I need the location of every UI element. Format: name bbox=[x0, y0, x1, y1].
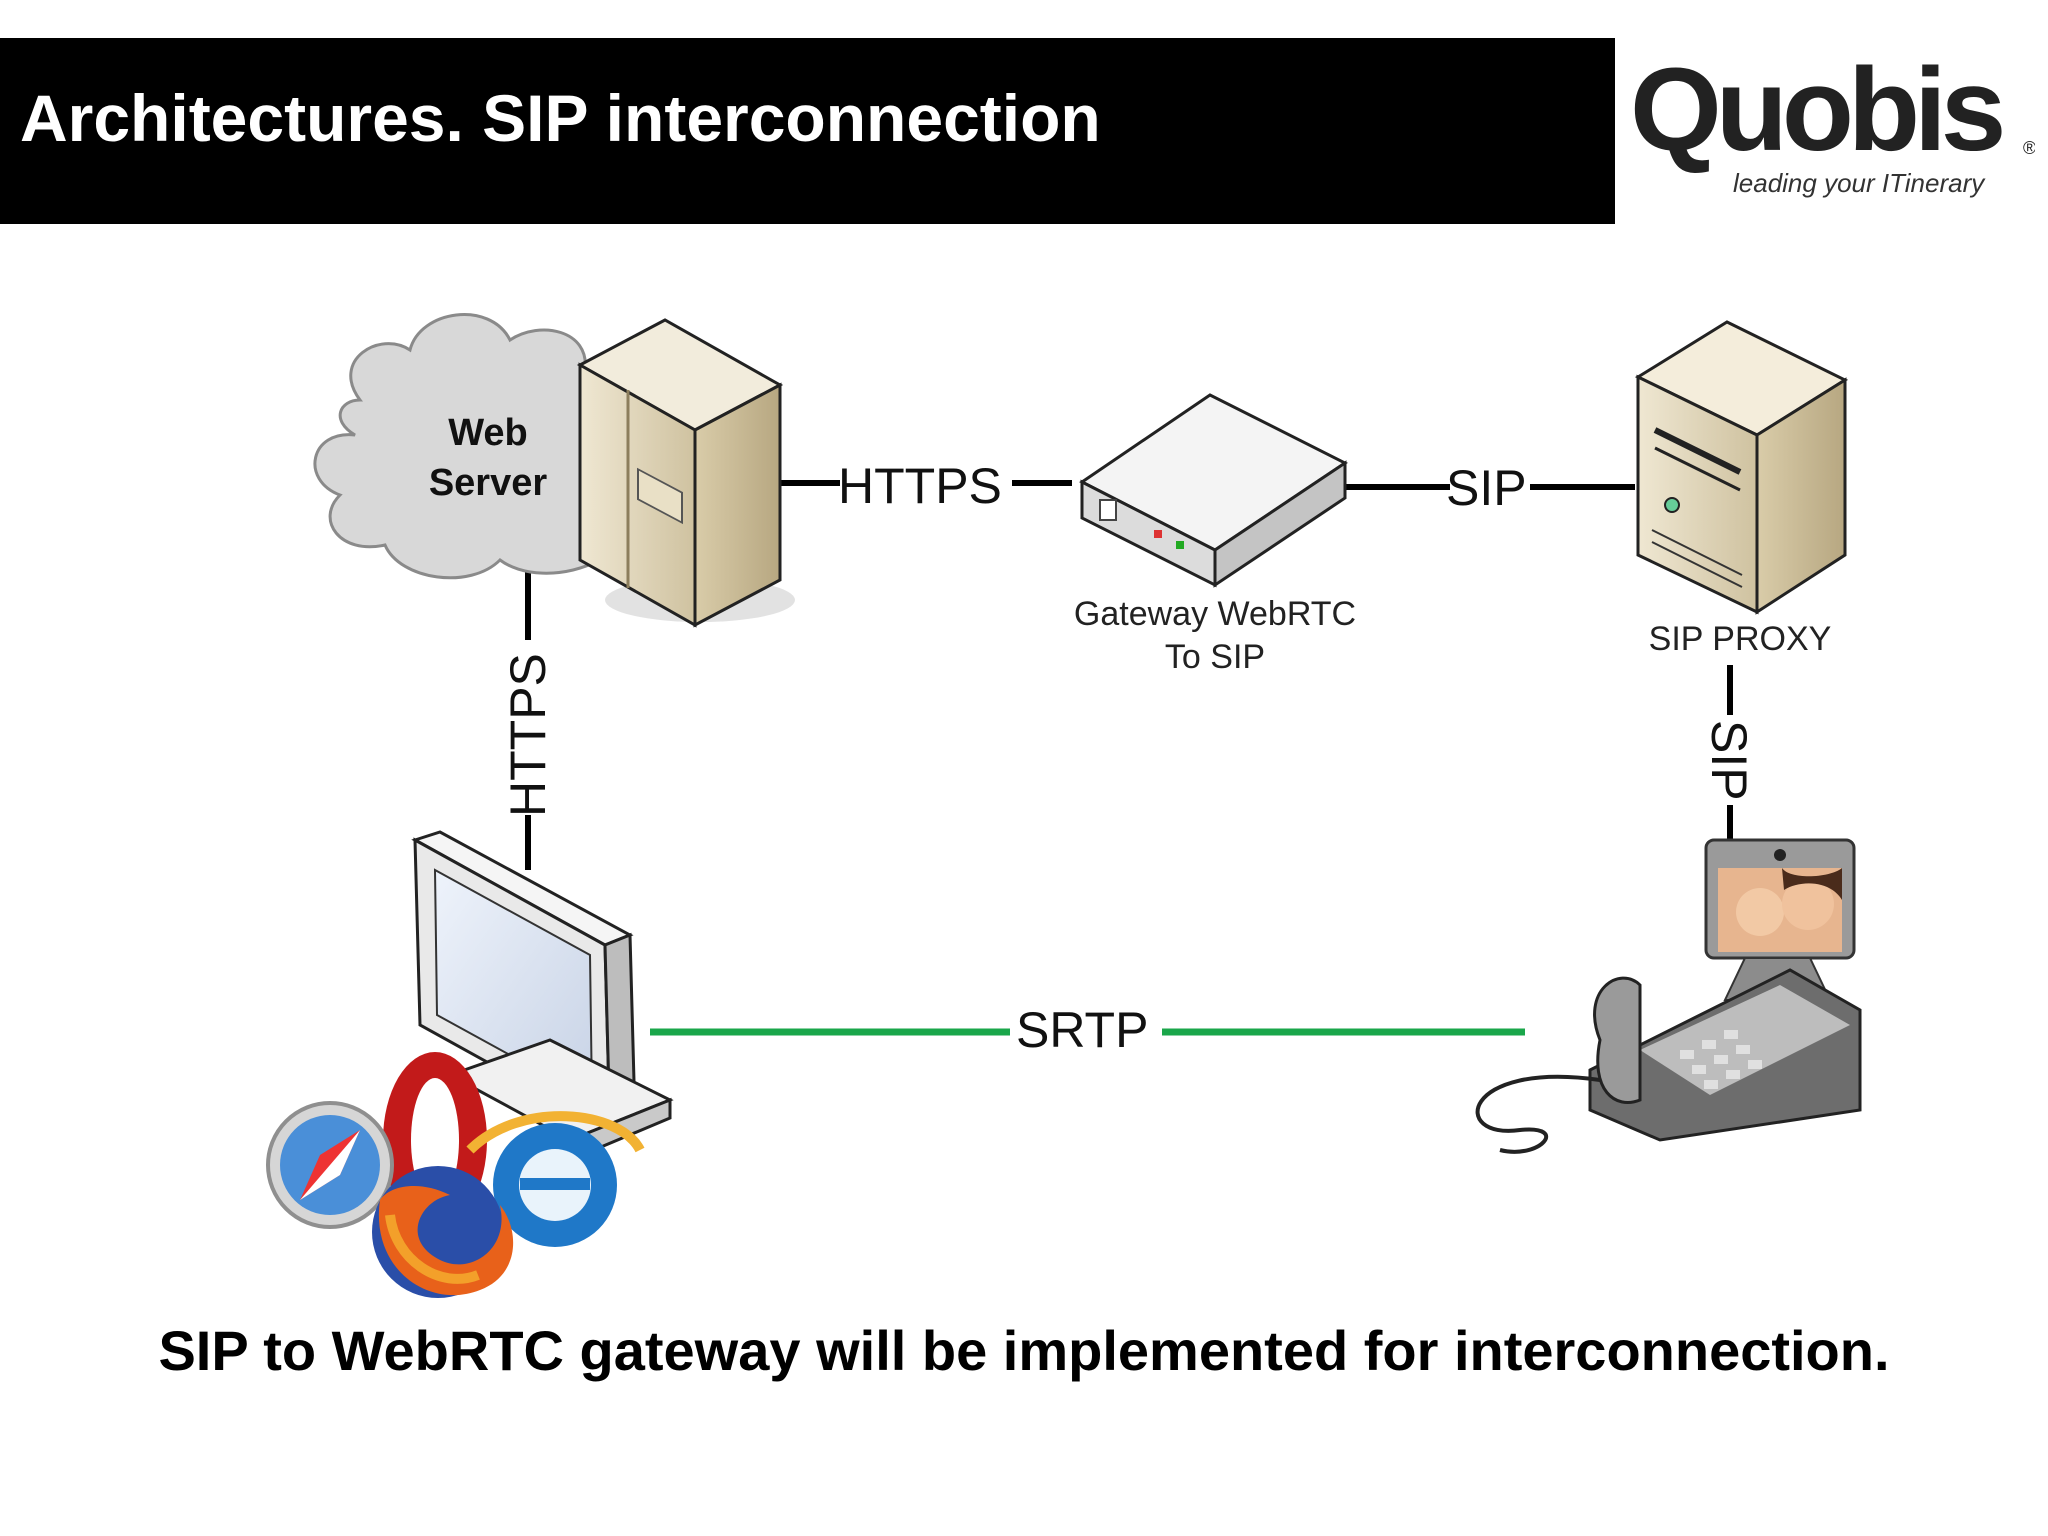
sip-proxy-node: SIP PROXY bbox=[1634, 320, 1849, 658]
cloud-icon bbox=[313, 313, 602, 580]
gateway-label-line2: To SIP bbox=[1165, 638, 1265, 676]
sip-proxy-label: SIP PROXY bbox=[1649, 620, 1832, 658]
gateway-label-line1: Gateway WebRTC bbox=[1074, 595, 1356, 633]
video-phone-node bbox=[1475, 838, 1862, 1154]
server-tower-icon bbox=[576, 318, 795, 628]
server-tower-icon bbox=[1634, 320, 1849, 615]
logo-tagline: leading your ITinerary bbox=[1733, 168, 1986, 198]
gateway-node: Gateway WebRTC To SIP bbox=[1074, 393, 1356, 676]
ie-icon bbox=[466, 1111, 645, 1247]
browser-client-node bbox=[266, 830, 674, 1298]
browser-logos bbox=[266, 1052, 645, 1298]
web-server-label-line2: Server bbox=[429, 462, 548, 504]
link-label-https-vertical: HTTPS bbox=[500, 653, 556, 817]
safari-icon bbox=[266, 1101, 394, 1229]
gateway-appliance-icon bbox=[1079, 393, 1348, 588]
web-server-label-line1: Web bbox=[448, 412, 528, 454]
web-server-node: Web Server bbox=[313, 313, 795, 628]
video-phone-icon bbox=[1475, 838, 1862, 1154]
link-label-srtp: SRTP bbox=[1016, 1002, 1148, 1058]
monitor-icon bbox=[411, 830, 674, 1163]
firefox-icon bbox=[372, 1166, 514, 1298]
title-bar bbox=[0, 38, 1615, 224]
link-label-sip-vertical: SIP bbox=[1701, 720, 1757, 801]
quobis-logo: Quobis ® leading your ITinerary bbox=[1630, 50, 2035, 198]
slide-title: Architectures. SIP interconnection bbox=[20, 81, 1101, 155]
logo-registered-mark: ® bbox=[2023, 138, 2035, 158]
conclusion-text: SIP to WebRTC gateway will be implemente… bbox=[158, 1319, 1890, 1382]
link-label-https-top: HTTPS bbox=[838, 458, 1002, 514]
logo-wordmark: Quobis bbox=[1630, 50, 2002, 176]
connection-lines bbox=[525, 480, 1733, 1036]
link-label-sip-top: SIP bbox=[1446, 460, 1527, 516]
